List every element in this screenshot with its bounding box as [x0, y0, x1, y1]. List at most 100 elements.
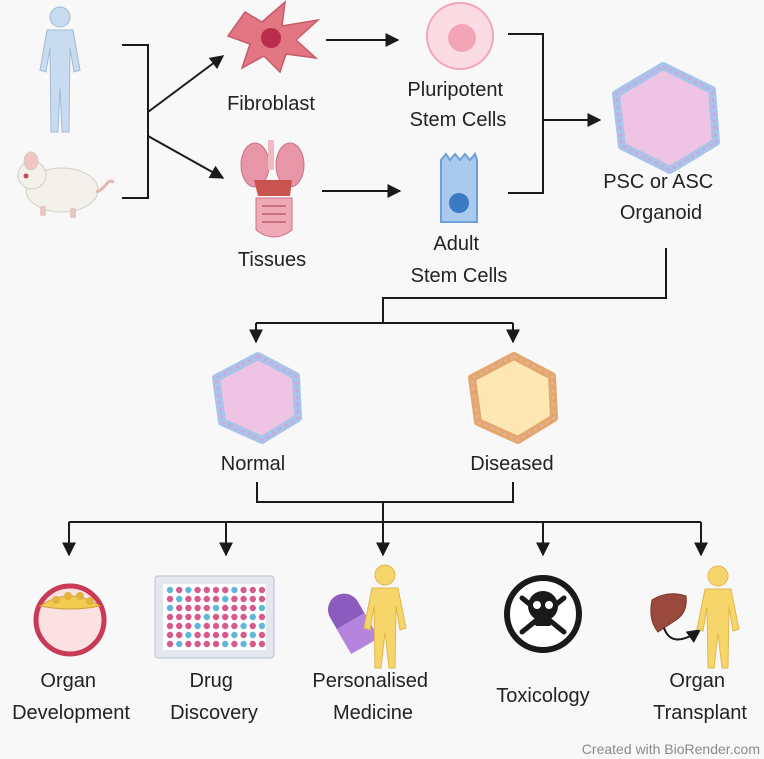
- states-join-bracket: [256, 482, 514, 503]
- source-bracket: [122, 44, 149, 199]
- well: [194, 586, 201, 594]
- well: [194, 604, 201, 612]
- well: [249, 595, 256, 603]
- biorender-watermark: Created with BioRender.com: [582, 741, 760, 757]
- well: [185, 586, 192, 594]
- well: [258, 604, 266, 612]
- well: [185, 613, 192, 621]
- fibroblast-cell-icon: [226, 0, 321, 74]
- well: [203, 613, 210, 621]
- toxicology-label: Toxicology: [496, 685, 589, 707]
- tissues-label: Tissues: [238, 249, 306, 271]
- well: [166, 640, 174, 648]
- well: [222, 622, 229, 630]
- stem-cell-icon: [426, 2, 494, 70]
- well: [222, 640, 229, 648]
- well: [212, 595, 220, 603]
- well: [212, 613, 220, 621]
- fibroblast-label: Fibroblast: [227, 93, 315, 115]
- well: [166, 613, 174, 621]
- well: [222, 604, 229, 612]
- normal-organoid-icon: [212, 352, 302, 444]
- well: [203, 595, 210, 603]
- well: [194, 640, 201, 648]
- well: [185, 640, 192, 648]
- arrow-to-tissues: [147, 135, 225, 179]
- well-plate-icon: [154, 575, 275, 659]
- well: [212, 586, 220, 594]
- well: [176, 640, 183, 648]
- pill-person-icon: [328, 564, 407, 669]
- skull-crossbones-icon: [504, 575, 582, 653]
- personalised-medicine-label: Personalised Medicine: [312, 670, 433, 724]
- well: [166, 622, 174, 630]
- organoid-label: PSC or ASC Organoid: [603, 171, 719, 224]
- well: [249, 631, 256, 639]
- well: [212, 640, 220, 648]
- well: [240, 622, 247, 630]
- well: [249, 640, 256, 648]
- well: [240, 604, 247, 612]
- embryo-icon: [33, 583, 107, 657]
- arrow-to-fibroblast: [147, 55, 225, 113]
- well: [258, 595, 266, 603]
- well: [176, 586, 183, 594]
- well: [212, 631, 220, 639]
- well: [222, 613, 229, 621]
- well: [240, 586, 247, 594]
- well: [176, 622, 183, 630]
- well: [231, 595, 238, 603]
- well: [203, 640, 210, 648]
- well: [194, 613, 201, 621]
- well: [166, 586, 174, 594]
- well: [185, 631, 192, 639]
- well: [203, 586, 210, 594]
- well: [231, 622, 238, 630]
- well: [194, 631, 201, 639]
- well: [231, 586, 238, 594]
- well: [185, 622, 192, 630]
- well: [203, 604, 210, 612]
- well: [194, 622, 201, 630]
- well: [166, 631, 174, 639]
- organ-transplant-label: Organ Transplant: [653, 670, 747, 724]
- well: [222, 631, 229, 639]
- drug-discovery-label: Drug Discovery: [170, 670, 258, 724]
- stem-cell-bracket: [508, 33, 544, 194]
- well: [194, 595, 201, 603]
- well: [258, 613, 266, 621]
- asc-label: Adult Stem Cells: [411, 233, 508, 287]
- well: [258, 631, 266, 639]
- well: [222, 595, 229, 603]
- well: [176, 613, 183, 621]
- well: [203, 622, 210, 630]
- well: [166, 604, 174, 612]
- diseased-organoid-icon: [468, 352, 558, 444]
- organoid-icon: [612, 62, 720, 174]
- liver-transplant-icon: [650, 565, 740, 669]
- normal-label: Normal: [221, 453, 285, 475]
- well: [176, 604, 183, 612]
- well: [212, 622, 220, 630]
- well: [240, 640, 247, 648]
- well: [249, 613, 256, 621]
- well: [166, 595, 174, 603]
- well: [249, 586, 256, 594]
- well: [212, 604, 220, 612]
- well: [249, 604, 256, 612]
- columnar-cell-icon: [440, 151, 478, 223]
- connectors: [62, 33, 708, 557]
- well: [231, 604, 238, 612]
- well: [222, 586, 229, 594]
- organoid-to-states-line: [382, 248, 667, 323]
- well: [203, 631, 210, 639]
- psc-label: Pluripotent Stem Cells: [407, 79, 508, 131]
- mouse-icon: [17, 151, 115, 218]
- well: [258, 640, 266, 648]
- well: [231, 613, 238, 621]
- well: [176, 595, 183, 603]
- organ-tissues-icon: [240, 140, 305, 238]
- well: [240, 631, 247, 639]
- well: [176, 631, 183, 639]
